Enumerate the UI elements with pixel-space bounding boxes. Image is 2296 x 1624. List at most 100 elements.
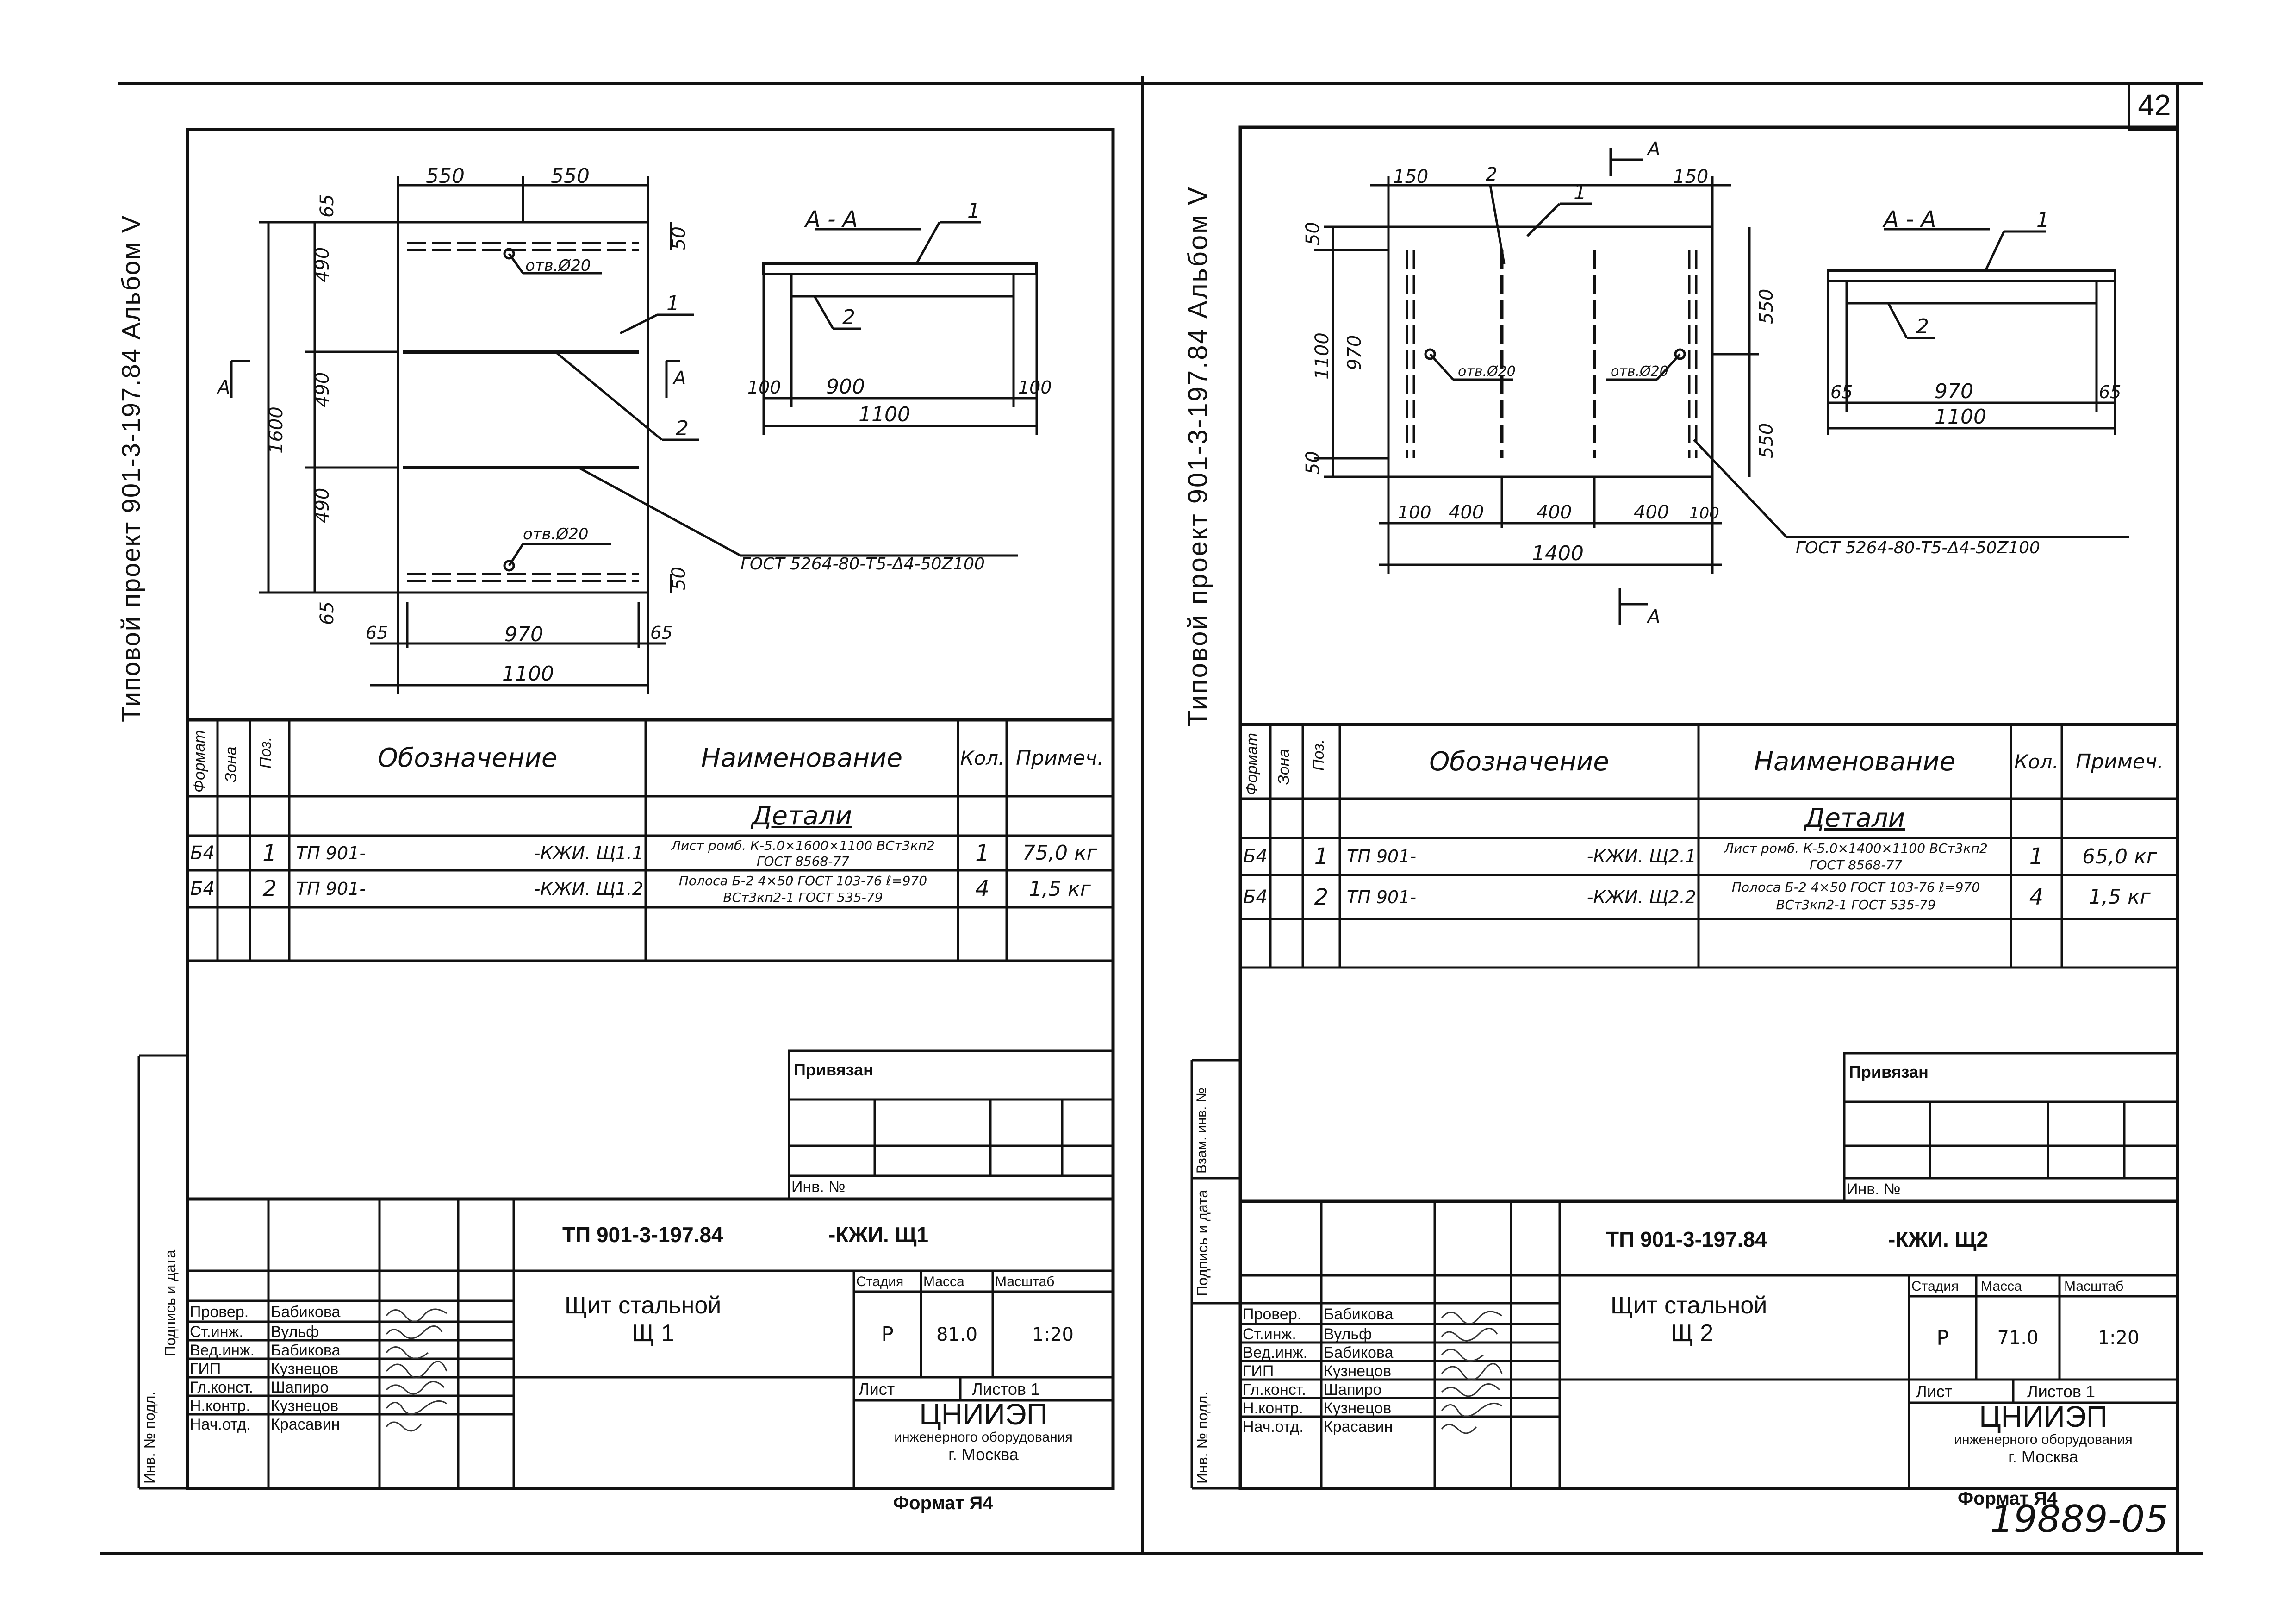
r-row1-name-2: ГОСТ 8568-77 bbox=[1809, 857, 1903, 873]
r-person-1: Бабикова bbox=[1324, 1305, 1394, 1323]
svg-text:65: 65 bbox=[650, 623, 672, 643]
svg-text:1: 1 bbox=[2036, 208, 2049, 232]
row2-code-a: ТП 901- bbox=[296, 879, 366, 899]
person-1: Бабикова bbox=[271, 1303, 341, 1321]
doc-suffix-r: -КЖИ. Щ2 bbox=[1888, 1227, 1989, 1251]
role-4: ГИП bbox=[190, 1360, 221, 1378]
r-role-2: Ст.инж. bbox=[1243, 1325, 1296, 1343]
svg-text:50: 50 bbox=[668, 226, 690, 250]
r-row2-code-a: ТП 901- bbox=[1347, 887, 1417, 907]
sheet-label-r: Лист bbox=[1916, 1382, 1953, 1401]
inv-no-label: Инв. № bbox=[791, 1178, 846, 1196]
svg-text:отв.Ø20: отв.Ø20 bbox=[525, 256, 591, 275]
svg-text:400: 400 bbox=[1537, 502, 1572, 523]
svg-text:50: 50 bbox=[1302, 451, 1324, 475]
svg-text:отв.Ø20: отв.Ø20 bbox=[1611, 363, 1668, 380]
scale-value-r: 1:20 bbox=[2097, 1327, 2140, 1349]
mass-value: 81.0 bbox=[936, 1324, 978, 1345]
r-role-4: ГИП bbox=[1243, 1362, 1274, 1380]
svg-text:400: 400 bbox=[1449, 502, 1484, 523]
svg-text:А: А bbox=[672, 368, 686, 389]
r-person-4: Кузнецов bbox=[1324, 1362, 1392, 1380]
role-7: Нач.отд. bbox=[190, 1416, 251, 1433]
section-details-r: Детали bbox=[1804, 803, 1905, 833]
r-role-5: Гл.конст. bbox=[1243, 1381, 1306, 1399]
svg-text:ГОСТ 5264-80-Т5-Δ4-50Z100: ГОСТ 5264-80-Т5-Δ4-50Z100 bbox=[1796, 538, 2040, 557]
svg-text:1: 1 bbox=[967, 199, 980, 223]
org-city: г. Москва bbox=[948, 1445, 1019, 1464]
r-role-7: Нач.отд. bbox=[1243, 1418, 1304, 1436]
svg-text:2: 2 bbox=[1916, 315, 1929, 338]
stage-value: Р bbox=[881, 1323, 894, 1346]
r-person-3: Бабикова bbox=[1324, 1344, 1394, 1362]
format-label-r: Формат Я4 bbox=[1958, 1488, 2058, 1509]
sheets-label: Листов 1 bbox=[972, 1380, 1040, 1399]
dim-top-1: 550 bbox=[426, 164, 465, 188]
svg-text:А - А: А - А bbox=[804, 206, 858, 232]
row2-note: 1,5 кг bbox=[1029, 877, 1091, 901]
svg-text:А: А bbox=[1646, 138, 1660, 160]
r-role-3: Вед.инж. bbox=[1243, 1344, 1308, 1362]
svg-text:900: 900 bbox=[826, 375, 865, 399]
col-format-r: Формат bbox=[1243, 732, 1261, 795]
stage-value-r: Р bbox=[1936, 1326, 1949, 1350]
org-city-r: г. Москва bbox=[2008, 1447, 2078, 1466]
svg-text:100: 100 bbox=[747, 377, 781, 398]
col-designation: Обозначение bbox=[377, 743, 558, 773]
svg-text:65: 65 bbox=[366, 623, 388, 643]
svg-text:100: 100 bbox=[1689, 504, 1719, 523]
r-row1-pos: 1 bbox=[1314, 843, 1329, 869]
person-4: Кузнецов bbox=[271, 1360, 339, 1378]
mass-header-r: Масса bbox=[1981, 1279, 2022, 1294]
svg-text:100: 100 bbox=[1018, 377, 1052, 398]
r-row1-note: 65,0 кг bbox=[2082, 844, 2157, 868]
row1-qty: 1 bbox=[975, 840, 989, 866]
title-line-2: Щ 1 bbox=[632, 1320, 675, 1347]
stamp-inv-label-r: Инв. № подл. bbox=[1194, 1391, 1211, 1484]
row2-name-2: ВСт3кп2-1 ГОСТ 535-79 bbox=[723, 889, 883, 905]
row1-note: 75,0 кг bbox=[1022, 841, 1097, 865]
svg-text:65: 65 bbox=[317, 601, 338, 625]
r-person-6: Кузнецов bbox=[1324, 1399, 1392, 1417]
mass-header: Масса bbox=[923, 1274, 964, 1289]
r-person-5: Шапиро bbox=[1324, 1381, 1382, 1399]
r-row2-qty: 4 bbox=[2029, 884, 2044, 910]
row2-pos: 2 bbox=[262, 876, 277, 902]
row2-format: Б4 bbox=[190, 878, 215, 899]
svg-text:1: 1 bbox=[666, 292, 679, 315]
r-row1-format: Б4 bbox=[1243, 846, 1268, 867]
person-2: Вульф bbox=[271, 1323, 319, 1341]
svg-text:1100: 1100 bbox=[1935, 405, 1986, 429]
org-sub: инженерного оборудования bbox=[894, 1430, 1073, 1445]
svg-text:1100: 1100 bbox=[502, 662, 554, 686]
row2-name-1: Полоса Б-2 4×50 ГОСТ 103-76 ℓ=970 bbox=[678, 873, 927, 888]
stage-header-r: Стадия bbox=[1911, 1279, 1959, 1294]
svg-text:2: 2 bbox=[1486, 164, 1497, 185]
svg-text:А - А: А - А bbox=[1882, 206, 1936, 232]
person-3: Бабикова bbox=[271, 1342, 341, 1359]
r-row1-qty: 1 bbox=[2029, 843, 2044, 869]
svg-text:отв.Ø20: отв.Ø20 bbox=[523, 525, 588, 543]
r-row2-pos: 2 bbox=[1314, 884, 1329, 910]
r-row1-name-1: Лист ромб. К-5.0×1400×1100 ВСт3кп2 bbox=[1724, 840, 1988, 856]
scale-header: Масштаб bbox=[995, 1274, 1055, 1289]
svg-text:100: 100 bbox=[1398, 502, 1431, 523]
col-qty-r: Кол. bbox=[2014, 750, 2059, 773]
svg-text:970: 970 bbox=[504, 623, 543, 646]
person-6: Кузнецов bbox=[271, 1397, 339, 1415]
col-note: Примеч. bbox=[1016, 746, 1104, 770]
svg-text:50: 50 bbox=[1302, 222, 1324, 245]
col-format: Формат bbox=[191, 730, 208, 793]
org-sub-r: инженерного оборудования bbox=[1954, 1432, 2133, 1447]
r-row2-note: 1,5 кг bbox=[2089, 885, 2151, 909]
col-zone: Зона bbox=[222, 746, 240, 782]
svg-text:1100: 1100 bbox=[859, 403, 910, 426]
svg-text:150: 150 bbox=[1673, 166, 1708, 187]
col-pos: Поз. bbox=[257, 737, 274, 768]
col-note-r: Примеч. bbox=[2076, 750, 2164, 774]
r-row2-code-b: -КЖИ. Щ2.2 bbox=[1587, 887, 1696, 907]
svg-text:150: 150 bbox=[1393, 166, 1428, 187]
row2-code-b: -КЖИ. Щ1.2 bbox=[534, 879, 643, 899]
